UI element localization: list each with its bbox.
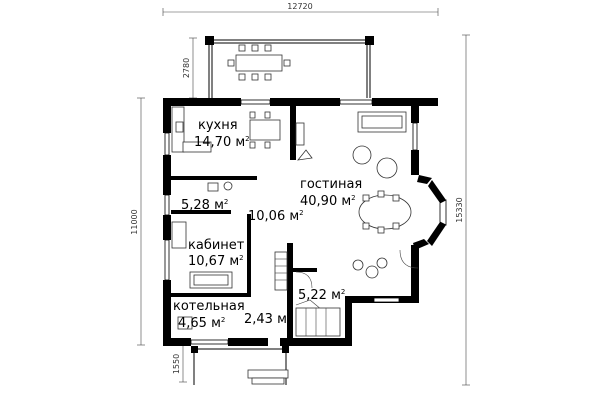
dimension-lines: 12720 2780 11000 15330 1550 xyxy=(130,2,470,386)
svg-text:40,90 м2: 40,90 м2 xyxy=(300,194,356,209)
exterior-walls xyxy=(163,98,446,346)
room-area: 14,70 м xyxy=(194,135,245,150)
svg-text:2,43 м2: 2,43 м2 xyxy=(244,312,291,327)
room-name: кабинет xyxy=(188,238,245,253)
svg-text:5,22 м2: 5,22 м2 xyxy=(298,288,345,303)
fireplace-icon xyxy=(295,122,305,146)
svg-text:10,06 м2: 10,06 м2 xyxy=(248,209,304,224)
dim-right-depth: 15330 xyxy=(455,197,464,222)
room-kitchen: кухня 14,70 м2 xyxy=(194,118,250,150)
room-area-sup: 2 xyxy=(224,198,228,206)
svg-text:5,28 м2: 5,28 м2 xyxy=(181,198,228,213)
room-living: гостиная 40,90 м2 xyxy=(300,177,362,209)
room-stair-hall: 5,22 м2 xyxy=(298,288,345,303)
room-area-sup: 2 xyxy=(341,288,345,296)
kitchen-table-icon xyxy=(249,119,281,141)
terrace xyxy=(205,36,374,98)
room-labels: кухня 14,70 м2 5,28 м2 10,06 м2 гостиная… xyxy=(173,118,362,331)
room-area: 4,65 м xyxy=(178,316,221,331)
room-area: 2,43 м xyxy=(244,312,287,327)
room-name: кухня xyxy=(198,118,238,133)
lamp-icon xyxy=(297,149,313,161)
furniture xyxy=(171,106,419,337)
room-area-sup: 2 xyxy=(299,209,303,217)
room-area-sup: 2 xyxy=(221,316,225,324)
room-boiler: котельная 4,65 м2 xyxy=(173,299,245,331)
porch xyxy=(191,346,289,385)
svg-text:10,67 м2: 10,67 м2 xyxy=(188,254,244,269)
room-bathroom: 5,28 м2 xyxy=(181,198,228,213)
armchair-icon xyxy=(376,157,398,179)
staircase-icon xyxy=(274,251,341,337)
room-area: 5,28 м xyxy=(181,198,224,213)
boiler-icon xyxy=(177,316,193,330)
dim-porch-depth: 1550 xyxy=(172,354,181,374)
room-area-sup: 2 xyxy=(239,254,243,262)
dim-top-width: 12720 xyxy=(287,2,312,11)
room-area-sup: 2 xyxy=(351,194,355,202)
terrace-table-icon xyxy=(235,54,283,72)
windows xyxy=(164,99,447,345)
room-name: гостиная xyxy=(300,177,362,192)
room-area: 5,22 м xyxy=(298,288,341,303)
room-area: 40,90 м xyxy=(300,194,351,209)
dim-terrace-depth: 2780 xyxy=(182,58,191,78)
plant-icon xyxy=(352,257,388,279)
svg-text:4,65 м2: 4,65 м2 xyxy=(178,316,225,331)
room-area-sup: 2 xyxy=(287,312,291,320)
sink-icon xyxy=(207,182,219,192)
room-area: 10,06 м xyxy=(248,209,299,224)
room-name: котельная xyxy=(173,299,245,314)
desk-icon xyxy=(171,221,187,249)
svg-text:14,70 м2: 14,70 м2 xyxy=(194,135,250,150)
room-area-sup: 2 xyxy=(245,135,249,143)
coffee-table-icon xyxy=(352,145,372,165)
room-area: 10,67 м xyxy=(188,254,239,269)
room-hall: 10,06 м2 xyxy=(248,209,304,224)
interior-walls xyxy=(171,98,317,338)
room-office: кабинет 10,67 м2 xyxy=(188,238,245,269)
room-vestibule: 2,43 м2 xyxy=(244,312,291,327)
dim-left-depth: 11000 xyxy=(130,209,139,234)
toilet-icon xyxy=(223,181,233,191)
dining-table-icon xyxy=(358,194,412,230)
